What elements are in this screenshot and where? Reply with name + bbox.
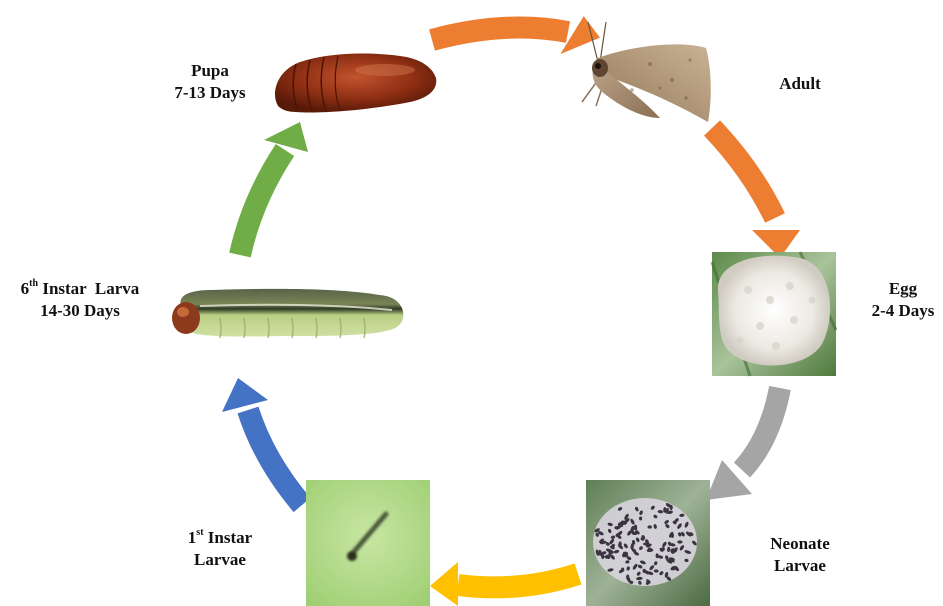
label-adult: Adult: [770, 73, 830, 95]
egg-mass-image: [712, 252, 836, 376]
label-sixth-instar-line1: 6th Instar Larva: [0, 278, 160, 300]
neonate-larvae-image: [586, 480, 710, 606]
adult-moth-image: [582, 22, 711, 122]
label-egg: Egg 2-4 Days: [858, 278, 943, 322]
arrow-first-to-sixth: [222, 378, 302, 505]
first-instar-larva-image: [306, 480, 430, 606]
label-pupa-duration: 7-13 Days: [150, 82, 270, 104]
arrow-sixth-to-pupa: [240, 122, 308, 255]
arrow-egg-to-neonate: [706, 388, 780, 500]
label-first-instar-line2: Larvae: [165, 549, 275, 571]
label-neonate-line1: Neonate: [745, 533, 855, 555]
label-neonate-larvae: Neonate Larvae: [745, 533, 855, 577]
label-sixth-instar-duration: 14-30 Days: [0, 300, 160, 322]
sixth-instar-larva-image: [172, 289, 403, 338]
label-pupa: Pupa 7-13 Days: [150, 60, 270, 104]
arrow-pupa-to-adult: [432, 14, 602, 57]
label-egg-duration: 2-4 Days: [858, 300, 943, 322]
arrow-neonate-to-first: [430, 562, 578, 606]
label-neonate-line2: Larvae: [745, 555, 855, 577]
label-first-instar-line1: 1st Instar: [165, 527, 275, 549]
label-first-instar: 1st Instar Larvae: [165, 527, 275, 571]
pupa-image: [275, 54, 436, 113]
label-sixth-instar: 6th Instar Larva 14-30 Days: [0, 278, 160, 322]
label-pupa-name: Pupa: [150, 60, 270, 82]
label-egg-name: Egg: [858, 278, 943, 300]
label-adult-name: Adult: [770, 73, 830, 95]
arrow-adult-to-egg: [712, 128, 800, 258]
